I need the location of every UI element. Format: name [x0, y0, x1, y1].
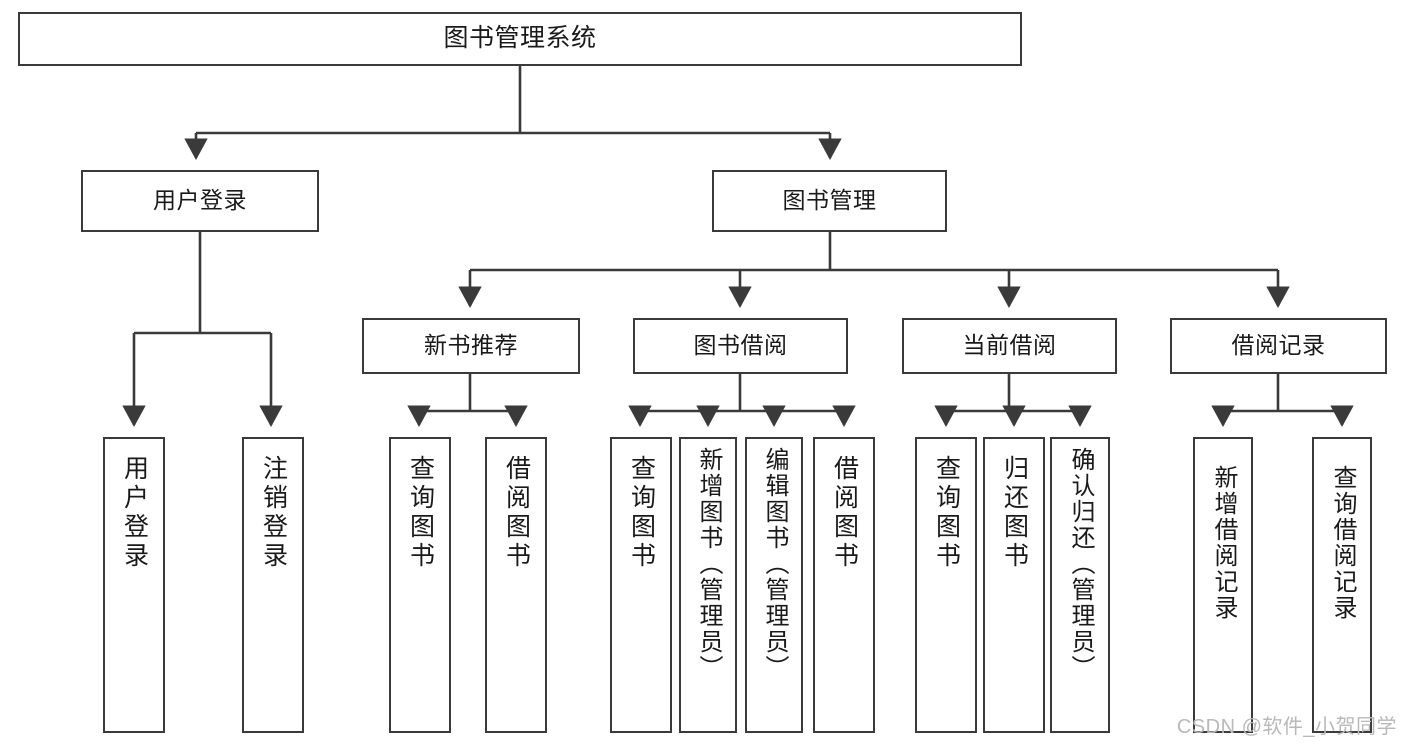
node-current-borrow[interactable]: 当前借阅: [902, 318, 1117, 374]
node-leaf-add-record-label: 新增借阅记录: [1210, 465, 1237, 621]
node-leaf-query-book-2-label: 查询图书: [627, 455, 656, 571]
node-leaf-user-login-label: 用户登录: [120, 455, 149, 571]
node-leaf-query-book-3[interactable]: 查询图书: [915, 437, 977, 733]
node-book-manage-label: 图书管理: [782, 187, 877, 214]
node-leaf-return-book[interactable]: 归还图书: [983, 437, 1045, 733]
node-root-label: 图书管理系统: [443, 24, 597, 53]
node-leaf-query-book-1[interactable]: 查询图书: [389, 437, 451, 733]
node-leaf-borrow-book-2-label: 借阅图书: [830, 455, 859, 571]
node-leaf-query-book-3-label: 查询图书: [932, 455, 961, 571]
node-leaf-query-book-2[interactable]: 查询图书: [610, 437, 672, 733]
node-current-borrow-label: 当前借阅: [962, 332, 1057, 359]
node-leaf-borrow-book-1-label: 借阅图书: [502, 455, 531, 571]
node-book-borrow-label: 图书借阅: [693, 332, 788, 359]
node-borrow-record[interactable]: 借阅记录: [1170, 318, 1387, 374]
watermark: CSDN @软件_小贺同学: [1176, 716, 1397, 738]
node-leaf-add-book[interactable]: 新增图书（管理员）: [679, 437, 737, 733]
node-leaf-user-login[interactable]: 用户登录: [103, 437, 165, 733]
node-leaf-query-record-label: 查询借阅记录: [1329, 465, 1356, 621]
node-new-book-recommend-label: 新书推荐: [424, 332, 518, 359]
node-leaf-edit-book[interactable]: 编辑图书（管理员）: [745, 437, 803, 733]
node-leaf-edit-book-label: 编辑图书（管理员）: [761, 447, 788, 681]
node-leaf-query-record[interactable]: 查询借阅记录: [1312, 437, 1372, 733]
node-leaf-add-book-label: 新增图书（管理员）: [695, 447, 722, 681]
node-leaf-user-logout[interactable]: 注销登录: [242, 437, 304, 733]
node-root[interactable]: 图书管理系统: [18, 12, 1022, 66]
node-leaf-return-book-label: 归还图书: [1000, 455, 1029, 571]
node-leaf-borrow-book-2[interactable]: 借阅图书: [813, 437, 875, 733]
node-new-book-recommend[interactable]: 新书推荐: [362, 318, 580, 374]
node-leaf-borrow-book-1[interactable]: 借阅图书: [485, 437, 547, 733]
node-book-manage[interactable]: 图书管理: [712, 170, 947, 232]
node-leaf-user-logout-label: 注销登录: [259, 455, 288, 571]
node-leaf-confirm-return[interactable]: 确认归还（管理员）: [1050, 437, 1110, 733]
node-user-login-label: 用户登录: [153, 187, 247, 214]
node-book-borrow[interactable]: 图书借阅: [633, 318, 848, 374]
node-user-login[interactable]: 用户登录: [81, 170, 319, 232]
node-leaf-query-book-1-label: 查询图书: [406, 455, 435, 571]
node-leaf-confirm-return-label: 确认归还（管理员）: [1067, 447, 1094, 681]
node-borrow-record-label: 借阅记录: [1231, 332, 1326, 359]
node-leaf-add-record[interactable]: 新增借阅记录: [1193, 437, 1253, 733]
